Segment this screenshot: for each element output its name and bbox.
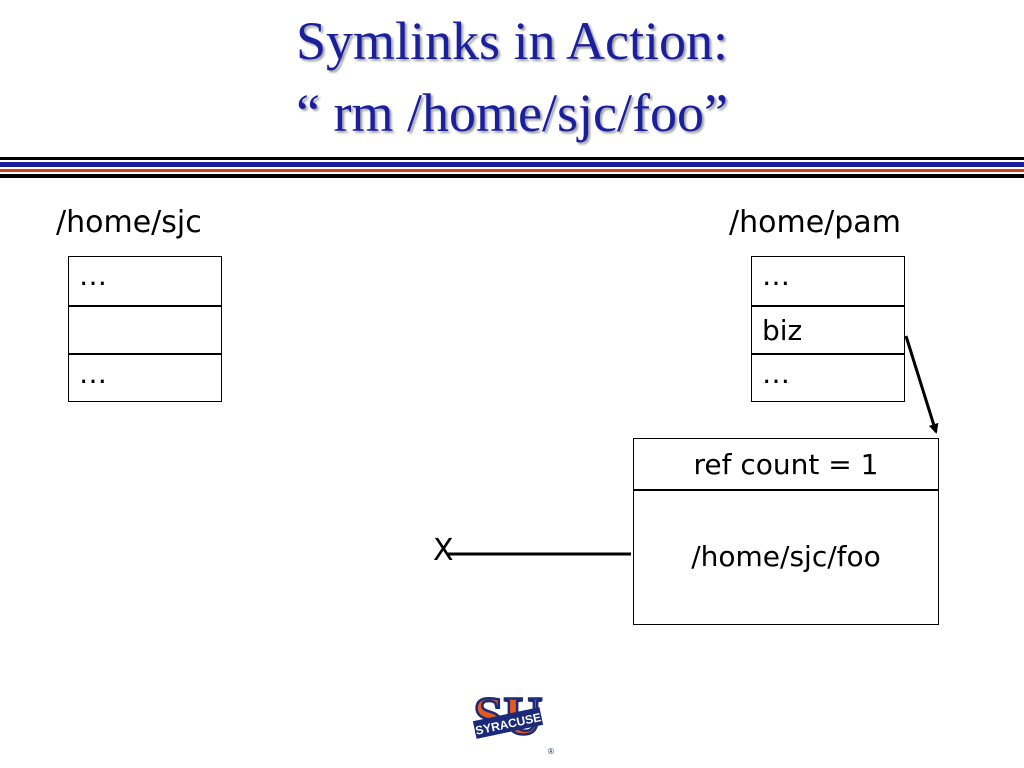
slide-title-line-2: “ rm /home/sjc/foo” bbox=[296, 83, 728, 143]
directory-entry: … bbox=[762, 259, 790, 292]
directory-entry: … bbox=[69, 353, 221, 401]
title-rule-orange bbox=[0, 169, 1024, 172]
directory-entry-biz: biz bbox=[752, 305, 904, 353]
symlink-ref-count: ref count = 1 bbox=[634, 439, 938, 491]
directory-label-sjc: /home/sjc bbox=[56, 205, 202, 240]
symlink-target-path: /home/sjc/foo bbox=[691, 540, 881, 573]
symlink-inode: ref count = 1 /home/sjc/foo bbox=[633, 438, 939, 625]
biz-to-symlink-arrow bbox=[904, 335, 939, 434]
logo-banner bbox=[472, 707, 544, 739]
slide-title-line-1: Symlinks in Action: bbox=[295, 11, 729, 71]
directory-entry: … bbox=[752, 353, 904, 401]
directory-entry-removed bbox=[69, 305, 221, 353]
directory-entry: … bbox=[79, 259, 107, 292]
directory-table-pam: … biz … bbox=[751, 256, 905, 402]
title-rule-black-bottom bbox=[0, 174, 1024, 178]
logo-registered-mark: ® bbox=[548, 747, 554, 756]
title-rule-blue bbox=[0, 162, 1024, 167]
syracuse-logo: SU SYRACUSE ® bbox=[472, 690, 554, 756]
directory-table-sjc: … … bbox=[68, 256, 222, 402]
broken-link-x-mark: X bbox=[433, 533, 454, 568]
directory-label-pam: /home/pam bbox=[729, 205, 901, 240]
title-rule-black-top bbox=[0, 157, 1024, 160]
